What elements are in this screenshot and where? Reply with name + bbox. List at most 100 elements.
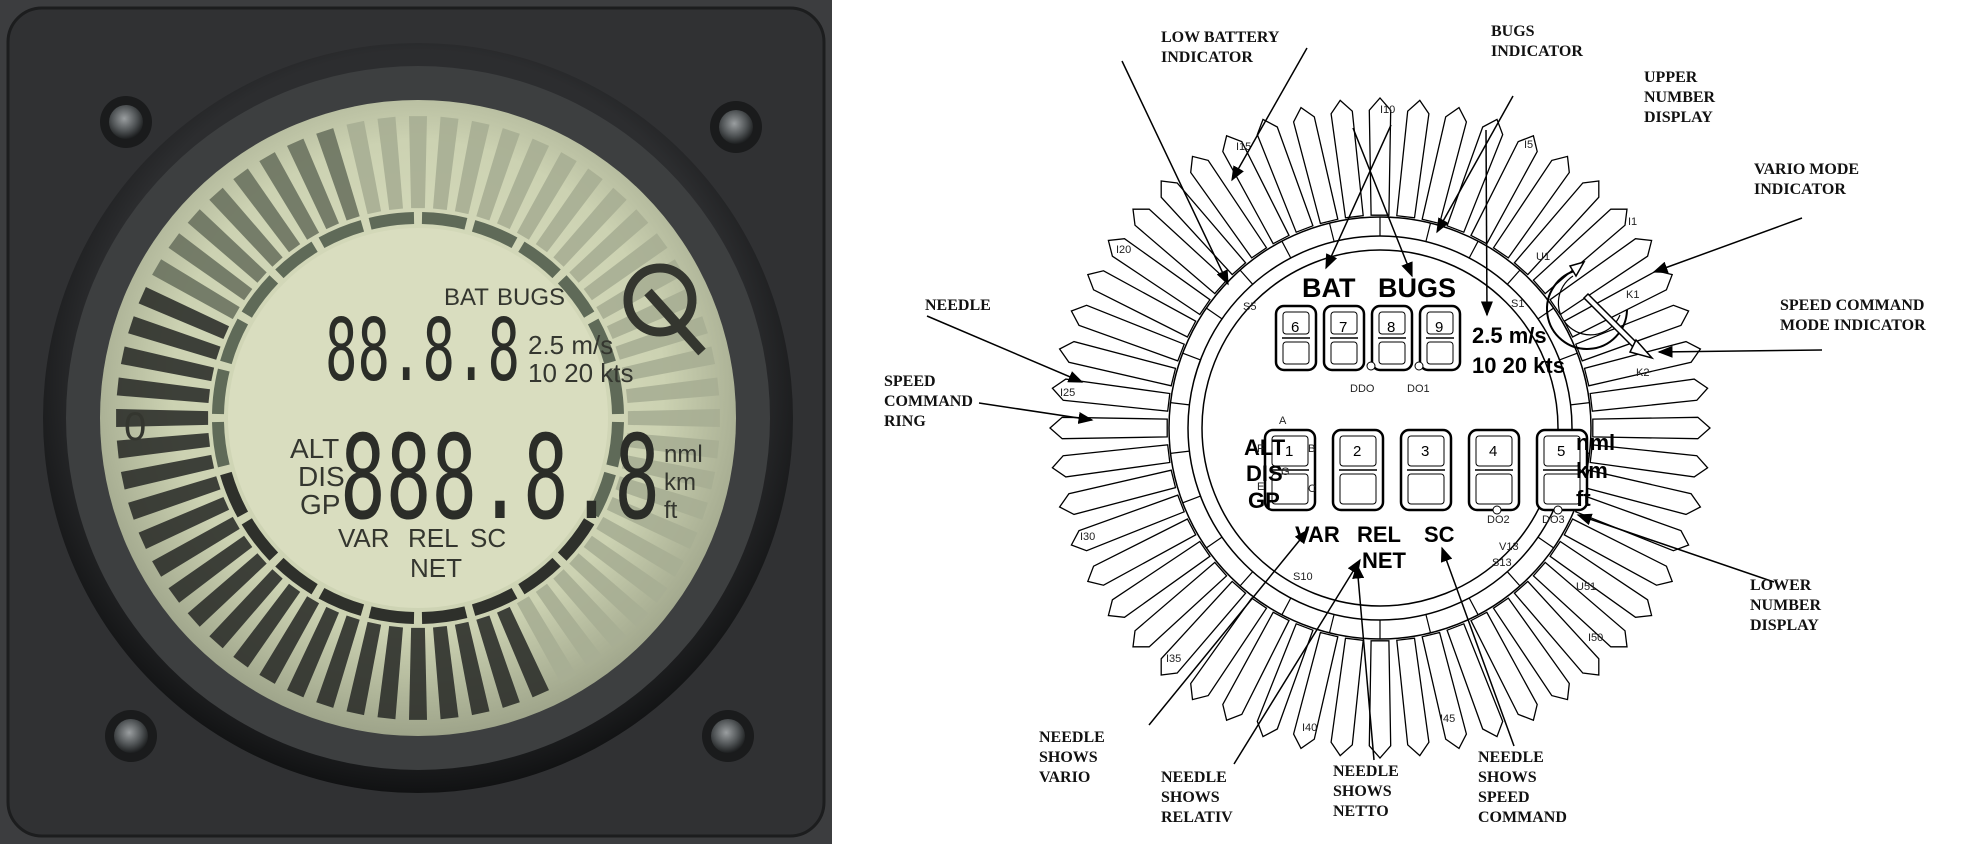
tick-i30: I30 bbox=[1080, 531, 1095, 543]
upper-number-display-label: UPPER NUMBER DISPLAY bbox=[1644, 68, 1715, 128]
do2-dot bbox=[1493, 506, 1501, 514]
diagram-ring-divider bbox=[1426, 614, 1431, 633]
u1-label: U1 bbox=[1536, 251, 1550, 263]
photo-ft-label: ft bbox=[664, 497, 678, 524]
photo-zero-mark: 0 bbox=[124, 405, 146, 449]
photo-speed-unit: 10 20 kts bbox=[528, 358, 634, 388]
diagram-ring-divider bbox=[1240, 572, 1253, 586]
dis-label: DIS bbox=[1246, 461, 1283, 486]
low-battery-indicator-label: LOW BATTERY INDICATOR bbox=[1161, 28, 1279, 68]
upper-digit-number: 9 bbox=[1435, 319, 1443, 336]
lower-digit-number: 4 bbox=[1489, 443, 1497, 460]
lower-digit-number: 2 bbox=[1353, 443, 1361, 460]
diagram-ring-divider bbox=[1330, 223, 1335, 242]
diagram-ring-divider bbox=[1206, 537, 1222, 548]
speed-command-ring-label: SPEED COMMAND RING bbox=[884, 372, 973, 432]
ddo-label: DDO bbox=[1350, 383, 1375, 395]
diagram-ring-divider bbox=[1469, 598, 1478, 615]
photo-inner-segment bbox=[370, 612, 414, 618]
photo-var-label: VAR bbox=[338, 523, 390, 553]
diagram-ring-divider bbox=[1183, 353, 1201, 360]
v13-label: V13 bbox=[1499, 541, 1519, 553]
vario-unit-label: 2.5 m/s bbox=[1472, 323, 1547, 348]
diagram-ring-divider bbox=[1571, 403, 1590, 405]
diagram-ring-divider bbox=[1282, 241, 1291, 258]
diagram-ring-segment bbox=[1590, 379, 1707, 411]
photo-ring-segment bbox=[409, 116, 427, 208]
photo-gp-label: GP bbox=[300, 489, 340, 520]
photo-upper-display: 88.8.8 bbox=[325, 301, 520, 401]
segment-b-label: B bbox=[1308, 443, 1315, 455]
lower-digit-number: 5 bbox=[1557, 443, 1565, 460]
alt-label: ALT bbox=[1244, 435, 1286, 460]
diagram-ring-divider bbox=[1507, 270, 1520, 284]
rel-label: REL bbox=[1357, 522, 1401, 547]
photo-rel-label: REL bbox=[408, 523, 459, 553]
diagram-ring-segment bbox=[1050, 417, 1167, 438]
diagram-ring-divider bbox=[1538, 308, 1554, 319]
nml-label: nml bbox=[1576, 430, 1615, 455]
diagram-ring-divider bbox=[1538, 537, 1554, 548]
diagram-ring-divider bbox=[1171, 403, 1190, 405]
tick-i40: I40 bbox=[1302, 722, 1317, 734]
segment-g-label: G bbox=[1281, 466, 1290, 478]
k2-label: K2 bbox=[1636, 367, 1649, 379]
k1-label: K1 bbox=[1626, 289, 1639, 301]
diagram-ring-segment bbox=[1397, 100, 1429, 217]
lower-number-display-label: LOWER NUMBER DISPLAY bbox=[1750, 576, 1821, 636]
tick-i1: I1 bbox=[1628, 216, 1637, 228]
speed-command-mode-indicator-label: SPEED COMMAND MODE INDICATOR bbox=[1780, 296, 1926, 336]
diagram-ring-divider bbox=[1240, 270, 1253, 284]
do1-dot bbox=[1415, 362, 1423, 370]
diagram-ring-segment bbox=[1331, 100, 1363, 217]
tick-i10: I10 bbox=[1380, 104, 1395, 116]
upper-digit-number: 6 bbox=[1291, 319, 1299, 336]
diagram-ring-segment bbox=[1331, 638, 1363, 755]
diagram-ring-divider bbox=[1206, 308, 1222, 319]
segment-a-label: A bbox=[1279, 415, 1287, 427]
tick-i25: I25 bbox=[1060, 387, 1075, 399]
sc-label: SC bbox=[1424, 522, 1455, 547]
diagram-ring-divider bbox=[1469, 241, 1478, 258]
ddo-dot bbox=[1367, 362, 1375, 370]
photo-ring-segment bbox=[409, 628, 427, 720]
bugs-indicator: BUGS bbox=[1378, 273, 1456, 303]
segment-c-label: C bbox=[1308, 483, 1316, 495]
km-label: km bbox=[1576, 458, 1608, 483]
do3-label: DO3 bbox=[1542, 514, 1565, 526]
needle-shows-relativ-label: NEEDLE SHOWS RELATIV bbox=[1161, 768, 1233, 828]
do1-label: DO1 bbox=[1407, 383, 1430, 395]
photo-vario-unit: 2.5 m/s bbox=[528, 330, 613, 360]
photo-net-label: NET bbox=[410, 553, 462, 583]
needle-shows-vario-label: NEEDLE SHOWS VARIO bbox=[1039, 728, 1105, 788]
photo-inner-segment bbox=[422, 218, 466, 224]
vario-mode-indicator-label: VARIO MODE INDICATOR bbox=[1754, 160, 1859, 200]
speed-unit-label: 10 20 kts bbox=[1472, 353, 1565, 378]
diagram-ring-divider bbox=[1507, 572, 1520, 586]
segment-f-label: F bbox=[1257, 443, 1264, 455]
instrument-photo: BAT BUGS 88.8.8 2.5 m/s 10 20 kts ALT DI… bbox=[0, 0, 832, 844]
net-label: NET bbox=[1362, 548, 1407, 573]
photo-inner-segment bbox=[218, 370, 224, 414]
do2-label: DO2 bbox=[1487, 514, 1510, 526]
display-diagram: 6789 12345 BAT BUGS 2.5 m/s 10 20 kts AL… bbox=[832, 0, 1985, 844]
lower-digit-number: 1 bbox=[1285, 443, 1293, 460]
photo-alt-label: ALT bbox=[290, 433, 339, 464]
upper-digit-number: 7 bbox=[1339, 319, 1347, 336]
photo-inner-segment bbox=[370, 218, 414, 224]
photo-dis-label: DIS bbox=[298, 461, 345, 492]
upper-digit-number: 8 bbox=[1387, 319, 1395, 336]
tick-i35: I35 bbox=[1166, 653, 1181, 665]
bugs-indicator-label: BUGS INDICATOR bbox=[1491, 22, 1583, 62]
do3-dot bbox=[1554, 506, 1562, 514]
diagram-ring-segment bbox=[1397, 638, 1429, 755]
ft-label: ft bbox=[1576, 486, 1591, 511]
s13-label: S13 bbox=[1492, 557, 1512, 569]
photo-inner-segment bbox=[422, 612, 466, 618]
bat-indicator: BAT bbox=[1302, 273, 1356, 303]
lower-digit-number: 3 bbox=[1421, 443, 1429, 460]
s1-label: S1 bbox=[1511, 298, 1524, 310]
photo-nml-label: nml bbox=[664, 441, 703, 468]
photo-inner-segment bbox=[218, 422, 224, 466]
s10-label: S10 bbox=[1293, 571, 1313, 583]
